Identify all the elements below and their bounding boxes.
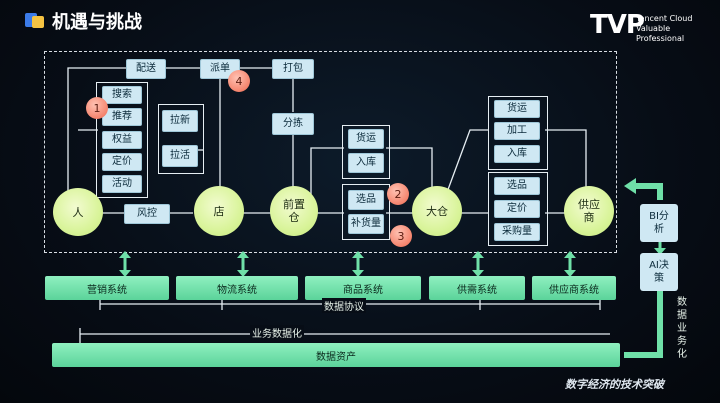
node-front-warehouse: 前置仓 — [270, 186, 318, 236]
pricing2-box: 定价 — [494, 200, 540, 218]
page-title: 机遇与挑战 — [52, 12, 142, 33]
node-people: 人 — [53, 188, 103, 236]
tvp-subtitle-line-2: Valuable Professional — [636, 24, 685, 43]
product-system: 商品系统 — [305, 276, 421, 300]
front-selection-group — [342, 184, 390, 240]
supply-demand-system: 供需系统 — [429, 276, 525, 300]
pack-box: 打包 — [272, 59, 314, 79]
supplier-system: 供应商系统 — [532, 276, 616, 300]
marketing-system: 营销系统 — [45, 276, 169, 300]
data-assets-bar: 数据资产 — [52, 343, 620, 367]
tvp-subtitle-line-1: Tencent Cloud — [636, 14, 693, 23]
marketing-group — [96, 82, 148, 198]
logo-icon — [25, 13, 44, 28]
rights-box: 权益 — [102, 131, 142, 149]
supplier-logistics-group — [488, 96, 548, 170]
activate-box: 拉活 — [162, 145, 198, 167]
activity-box: 活动 — [102, 175, 142, 193]
select2-box: 选品 — [494, 177, 540, 195]
pricing-box: 定价 — [102, 153, 142, 171]
sorting-box: 分拣 — [272, 113, 314, 135]
front-logistics-group — [342, 125, 390, 179]
footer-caption: 数字经济的技术突破 — [565, 378, 664, 391]
bi-analysis-box: BI分析 — [640, 204, 678, 242]
badge-2: 2 — [387, 183, 409, 205]
node-store: 店 — [194, 186, 244, 236]
stock-in2-box: 入库 — [494, 145, 540, 163]
badge-4: 4 — [228, 70, 250, 92]
ai-decision-box: AI决策 — [640, 253, 678, 291]
node-supplier: 供应商 — [564, 186, 614, 236]
business-area — [44, 51, 617, 253]
business-datafy-label: 业务数据化 — [250, 325, 304, 340]
acquire-box: 拉新 — [162, 110, 198, 132]
select-box: 选品 — [348, 190, 384, 210]
badge-3: 3 — [390, 225, 412, 247]
node-big-warehouse: 大仓 — [412, 186, 462, 236]
delivery-box: 配送 — [126, 59, 166, 79]
ship-box: 货运 — [348, 129, 384, 149]
risk-box: 风控 — [124, 204, 170, 224]
process-box: 加工 — [494, 122, 540, 140]
supplier-selection-group — [488, 172, 548, 246]
data-businessfy-label: 数据业务化 — [677, 297, 687, 360]
replenish-box: 补货量 — [348, 214, 384, 234]
badge-1: 1 — [86, 97, 108, 119]
tvp-subtitle: Tencent Cloud Valuable Professional — [636, 14, 720, 44]
search-box: 搜索 — [102, 86, 142, 104]
logistics-system: 物流系统 — [176, 276, 298, 300]
data-protocol-label: 数据协议 — [322, 298, 366, 313]
growth-group — [158, 104, 204, 174]
recommend-box: 推荐 — [102, 108, 142, 126]
purchase-box: 采购量 — [494, 223, 540, 241]
stock-in-box: 入库 — [348, 153, 384, 173]
ship2-box: 货运 — [494, 100, 540, 118]
tvp-logo: TVP — [590, 10, 645, 40]
